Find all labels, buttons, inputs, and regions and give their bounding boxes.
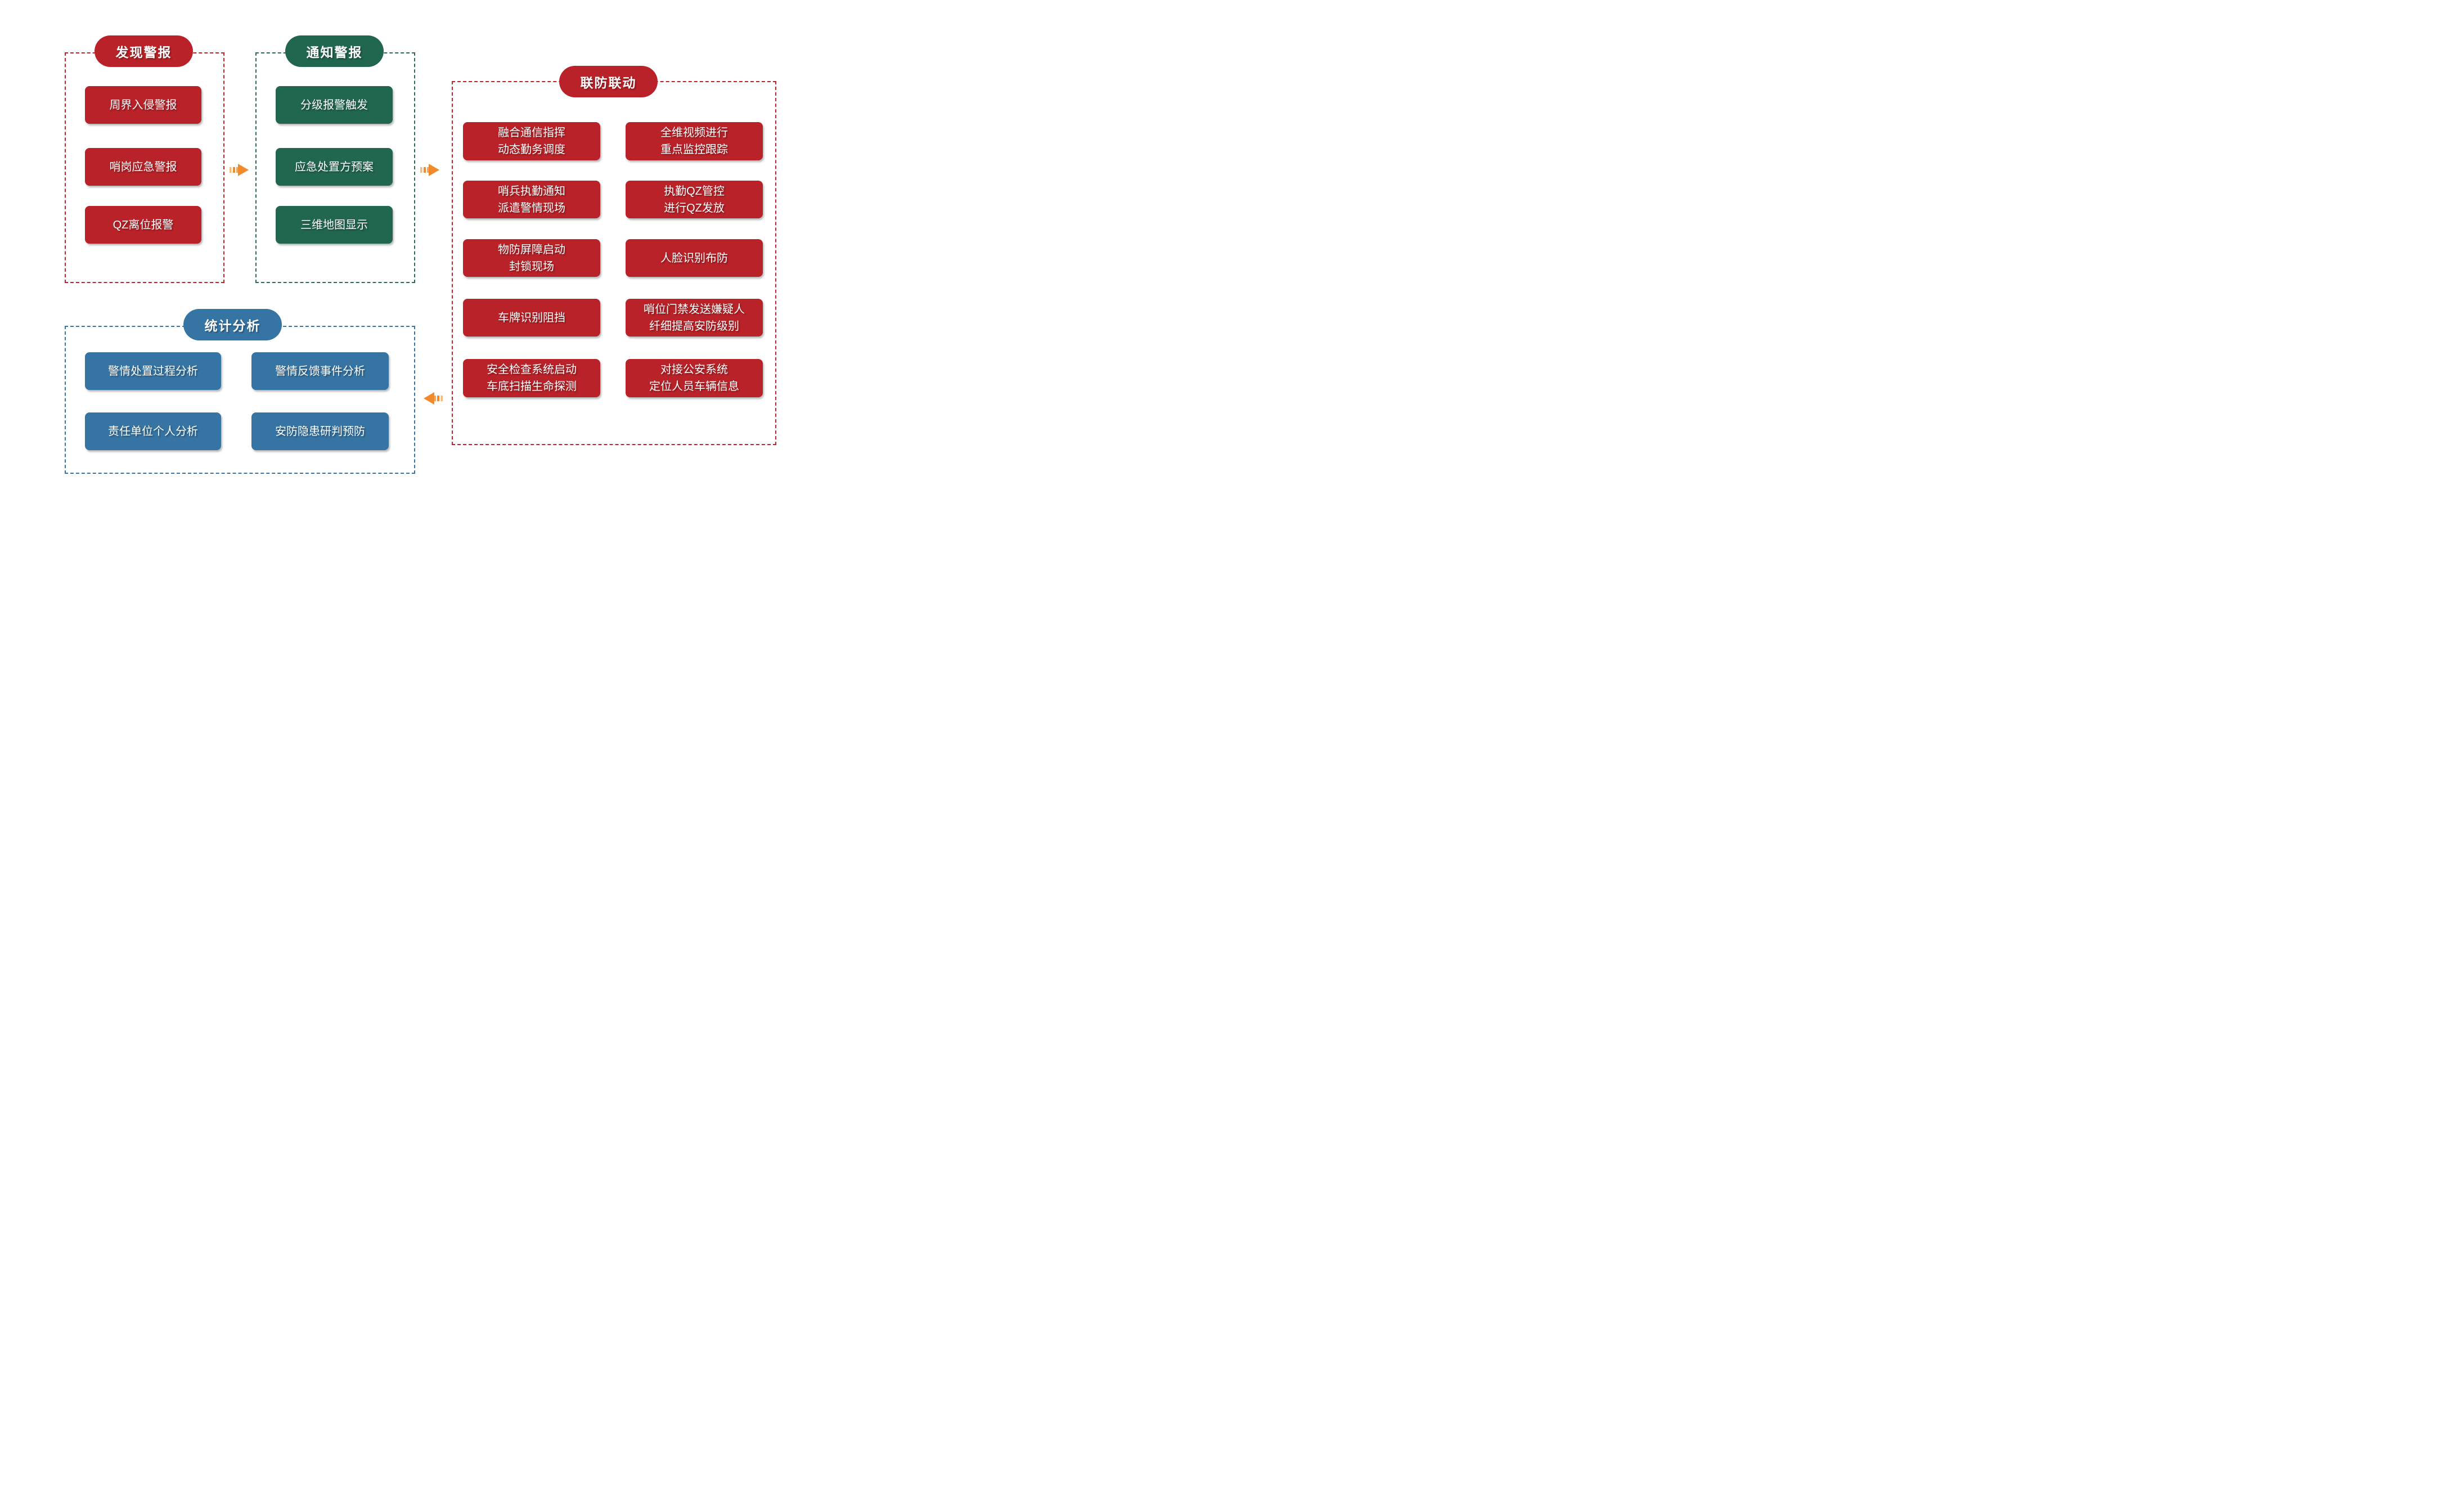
section-stats-frame <box>65 326 415 474</box>
section-stats-title: 统计分析 <box>204 318 261 333</box>
notify-box-emergency-plan: 应急处置方预案 <box>276 148 393 186</box>
linkage-box-security-check-scan: 安全检查系统启动 车底扫描生命探测 <box>463 359 600 397</box>
notify-box-3d-map: 三维地图显示 <box>276 206 393 244</box>
linkage-box-sentry-duty-notice: 哨兵执勤通知 派遣警情现场 <box>463 181 600 218</box>
linkage-box-face-recognition: 人脸识别布防 <box>626 239 763 277</box>
section-linkage-header: 联防联动 <box>559 66 658 97</box>
linkage-box-qz-control-issue: 执勤QZ管控 进行QZ发放 <box>626 181 763 218</box>
section-discover-header: 发现警报 <box>95 35 193 67</box>
stats-box-feedback-event-analysis: 警情反馈事件分析 <box>251 352 389 390</box>
diagram-canvas: 发现警报 周界入侵警报 哨岗应急警报 QZ离位报警 通知警报 分级报警触发 应急… <box>0 0 821 498</box>
section-discover-title: 发现警报 <box>115 45 172 60</box>
linkage-box-gate-suspect-alert: 哨位门禁发送嫌疑人 纤细提高安防级别 <box>626 299 763 337</box>
discover-box-qz-offpost: QZ离位报警 <box>85 206 201 244</box>
linkage-box-plate-recognition-block: 车牌识别阻挡 <box>463 299 600 337</box>
stats-box-handling-process-analysis: 警情处置过程分析 <box>85 352 221 390</box>
stats-box-responsible-unit-analysis: 责任单位个人分析 <box>85 412 221 450</box>
section-linkage-title: 联防联动 <box>580 75 637 90</box>
section-stats-header: 统计分析 <box>183 309 282 340</box>
section-notify-header: 通知警报 <box>285 35 384 67</box>
discover-box-sentry-emergency: 哨岗应急警报 <box>85 148 201 186</box>
flow-arrow-right-icon <box>230 160 250 180</box>
notify-box-graded-alarm: 分级报警触发 <box>276 86 393 124</box>
section-notify-title: 通知警报 <box>306 45 363 60</box>
linkage-box-physical-barrier: 物防屏障启动 封锁现场 <box>463 239 600 277</box>
linkage-box-fused-comms-dispatch: 融合通信指挥 动态勤务调度 <box>463 122 600 160</box>
linkage-box-police-system-locate: 对接公安系统 定位人员车辆信息 <box>626 359 763 397</box>
flow-arrow-right-icon <box>420 160 440 180</box>
linkage-box-omni-video-tracking: 全维视频进行 重点监控跟踪 <box>626 122 763 160</box>
discover-box-perimeter-intrusion: 周界入侵警报 <box>85 86 201 124</box>
flow-arrow-left-icon <box>422 389 443 408</box>
stats-box-hidden-danger-prediction: 安防隐患研判预防 <box>251 412 389 450</box>
